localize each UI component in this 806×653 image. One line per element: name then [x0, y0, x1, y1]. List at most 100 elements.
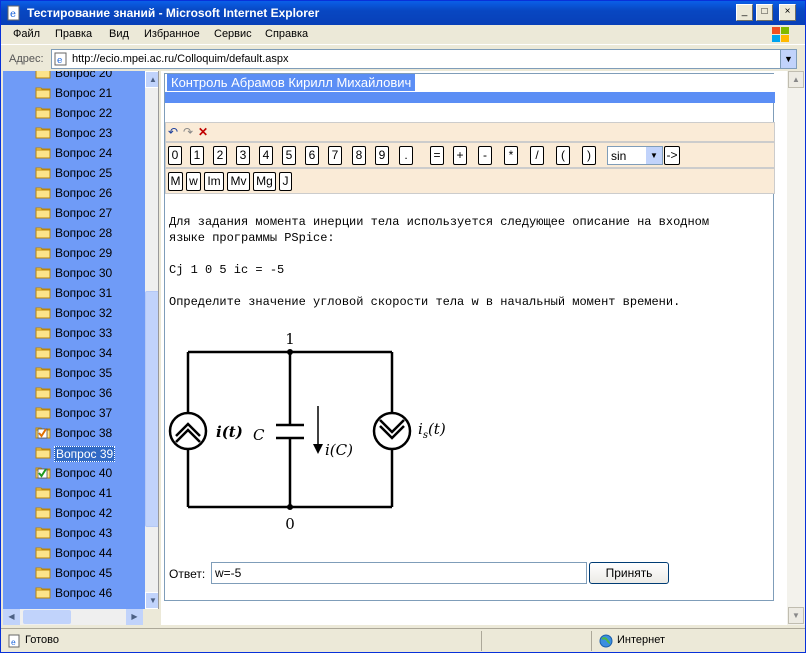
- function-select[interactable]: sin ▼: [607, 146, 663, 165]
- address-bar: Адрес: e http://ecio.mpei.ac.ru/Colloqui…: [1, 47, 805, 71]
- sidebar-item-question[interactable]: Вопрос 39: [3, 443, 143, 463]
- key-dot[interactable]: .: [399, 146, 413, 165]
- menu-bar: Файл Правка Вид Избранное Сервис Справка: [1, 25, 805, 45]
- scroll-up-icon[interactable]: ▲: [788, 71, 804, 88]
- sidebar-horizontal-scrollbar[interactable]: ◀ ▶: [3, 609, 143, 625]
- key-5[interactable]: 5: [282, 146, 296, 165]
- key-2[interactable]: 2: [213, 146, 227, 165]
- sidebar-item-question[interactable]: Вопрос 25: [3, 163, 143, 183]
- maximize-button[interactable]: □: [756, 4, 773, 21]
- sidebar-item-label: Вопрос 29: [55, 246, 113, 260]
- menu-favorites[interactable]: Избранное: [144, 28, 200, 40]
- redo-icon[interactable]: ↷: [183, 125, 194, 139]
- scroll-down-icon[interactable]: ▼: [788, 607, 804, 624]
- sidebar-item-question[interactable]: Вопрос 40: [3, 463, 143, 483]
- content-pane: Контроль Абрамов Кирилл Михайлович ↶ ↷ ✕…: [161, 71, 787, 625]
- key-4[interactable]: 4: [259, 146, 273, 165]
- key-8[interactable]: 8: [352, 146, 366, 165]
- minimize-button[interactable]: _: [736, 4, 753, 21]
- sidebar-item-question[interactable]: Вопрос 23: [3, 123, 143, 143]
- sidebar-item-question[interactable]: Вопрос 34: [3, 343, 143, 363]
- key-multiply[interactable]: *: [504, 146, 518, 165]
- submit-button[interactable]: Принять: [589, 562, 669, 584]
- sidebar-item-question[interactable]: Вопрос 41: [3, 483, 143, 503]
- menu-view[interactable]: Вид: [109, 28, 129, 40]
- menu-tools[interactable]: Сервис: [214, 28, 252, 40]
- key-close-paren[interactable]: ): [582, 146, 596, 165]
- main-vertical-scrollbar[interactable]: ▲ ▼: [787, 71, 805, 625]
- sidebar-item-question[interactable]: Вопрос 42: [3, 503, 143, 523]
- key-plus[interactable]: +: [453, 146, 467, 165]
- left-source-icon: [168, 411, 208, 451]
- close-button[interactable]: ×: [779, 4, 796, 21]
- unit-mg-button[interactable]: Mg: [253, 172, 276, 191]
- menu-help[interactable]: Справка: [265, 28, 309, 40]
- keypad-toolbar: 0 1 2 3 4 5 6 7 8 9 . = + - * / ( ) sin: [165, 142, 775, 168]
- scroll-right-icon[interactable]: ▶: [126, 609, 143, 625]
- key-3[interactable]: 3: [236, 146, 250, 165]
- key-7[interactable]: 7: [328, 146, 342, 165]
- sidebar-item-question[interactable]: Вопрос 45: [3, 563, 143, 583]
- key-divide[interactable]: /: [530, 146, 544, 165]
- folder-check-orange-icon: [35, 427, 51, 439]
- delete-icon[interactable]: ✕: [198, 125, 209, 139]
- menu-file[interactable]: Файл: [13, 28, 41, 40]
- sidebar-item-question[interactable]: Вопрос 43: [3, 523, 143, 543]
- undo-icon[interactable]: ↶: [168, 125, 179, 139]
- ie-page-icon: e: [54, 52, 67, 66]
- sidebar-item-question[interactable]: Вопрос 30: [3, 263, 143, 283]
- unit-j-button[interactable]: J: [279, 172, 292, 191]
- chevron-down-icon[interactable]: ▼: [646, 147, 662, 164]
- sidebar-item-label: Вопрос 45: [55, 566, 113, 580]
- sidebar-item-question[interactable]: Вопрос 35: [3, 363, 143, 383]
- hscroll-thumb[interactable]: [23, 610, 71, 624]
- node-bottom-label: 0: [285, 515, 295, 533]
- sidebar-item-question[interactable]: Вопрос 21: [3, 83, 143, 103]
- sidebar-item-question[interactable]: Вопрос 29: [3, 243, 143, 263]
- sidebar-item-question[interactable]: Вопрос 24: [3, 143, 143, 163]
- answer-input[interactable]: w=-5: [211, 562, 587, 584]
- sidebar-item-question[interactable]: Вопрос 46: [3, 583, 143, 603]
- sidebar-item-question[interactable]: Вопрос 22: [3, 103, 143, 123]
- sidebar-item-question[interactable]: Вопрос 32: [3, 303, 143, 323]
- sidebar-item-question[interactable]: Вопрос 33: [3, 323, 143, 343]
- key-1[interactable]: 1: [190, 146, 204, 165]
- title-bar[interactable]: e Тестирование знаний - Microsoft Intern…: [1, 1, 805, 25]
- unit-mv-button[interactable]: Mv: [227, 172, 250, 191]
- address-dropdown-icon[interactable]: ▼: [780, 50, 796, 68]
- sidebar-item-question[interactable]: Вопрос 37: [3, 403, 143, 423]
- sidebar-item-question[interactable]: Вопрос 20: [3, 71, 143, 83]
- ie-page-icon: e: [7, 5, 20, 21]
- sidebar-item-label: Вопрос 35: [55, 366, 113, 380]
- sidebar-item-question[interactable]: Вопрос 36: [3, 383, 143, 403]
- sidebar-item-label: Вопрос 31: [55, 286, 113, 300]
- sidebar-vertical-scrollbar[interactable]: ▲ ▼: [145, 71, 158, 609]
- sidebar-item-label: Вопрос 26: [55, 186, 113, 200]
- unit-m-button[interactable]: M: [168, 172, 183, 191]
- sidebar-item-question[interactable]: Вопрос 26: [3, 183, 143, 203]
- scroll-left-icon[interactable]: ◀: [3, 609, 20, 625]
- folder-icon: [35, 227, 51, 239]
- key-9[interactable]: 9: [375, 146, 389, 165]
- scroll-down-icon[interactable]: ▼: [145, 592, 158, 609]
- insert-function-button[interactable]: ->: [664, 146, 680, 165]
- scroll-up-icon[interactable]: ▲: [145, 71, 158, 88]
- sidebar-item-question[interactable]: Вопрос 44: [3, 543, 143, 563]
- folder-icon: [35, 547, 51, 559]
- key-0[interactable]: 0: [168, 146, 182, 165]
- sidebar-item-question[interactable]: Вопрос 28: [3, 223, 143, 243]
- sidebar-item-question[interactable]: Вопрос 27: [3, 203, 143, 223]
- key-minus[interactable]: -: [478, 146, 492, 165]
- sidebar-item-question[interactable]: Вопрос 38: [3, 423, 143, 443]
- status-bar: e Готово Интернет: [1, 628, 805, 652]
- sidebar-item-question[interactable]: Вопрос 31: [3, 283, 143, 303]
- scroll-thumb[interactable]: [145, 291, 158, 527]
- folder-icon: [35, 307, 51, 319]
- key-open-paren[interactable]: (: [556, 146, 570, 165]
- key-6[interactable]: 6: [305, 146, 319, 165]
- unit-w-button[interactable]: w: [186, 172, 201, 191]
- key-equals[interactable]: =: [430, 146, 444, 165]
- address-field[interactable]: e http://ecio.mpei.ac.ru/Colloquim/defau…: [51, 49, 797, 69]
- unit-im-button[interactable]: Im: [204, 172, 224, 191]
- menu-edit[interactable]: Правка: [55, 28, 93, 40]
